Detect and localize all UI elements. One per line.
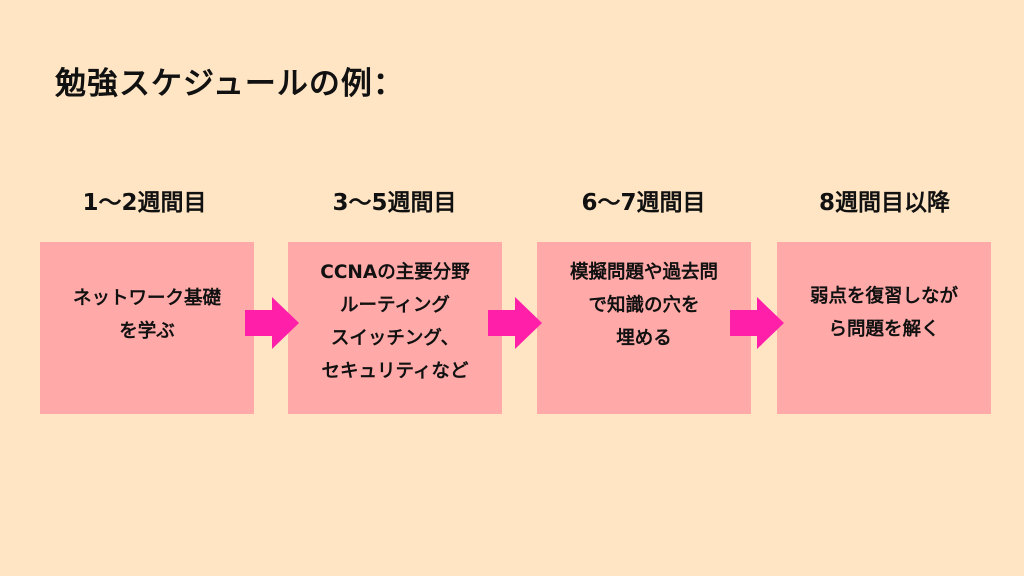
step-4-description: 弱点を復習しなが ら問題を解く xyxy=(809,286,958,340)
page-title: 勉強スケジュールの例： xyxy=(55,66,405,102)
step-1-description: ネットワーク基礎 を学ぶ xyxy=(72,288,221,342)
right-arrow-icon xyxy=(245,297,299,349)
step-2-period: 3〜5週間目 xyxy=(332,190,457,216)
step-3-period: 6〜7週間目 xyxy=(581,190,706,216)
right-arrow-icon xyxy=(488,297,542,349)
right-arrow-icon xyxy=(730,297,784,349)
step-4-box: 弱点を復習しなが ら問題を解く xyxy=(777,242,991,414)
step-2-box: CCNAの主要分野 ルーティング スイッチング、 セキュリティなど xyxy=(288,242,502,414)
step-2-description: CCNAの主要分野 ルーティング スイッチング、 セキュリティなど xyxy=(320,262,470,382)
step-3-description: 模擬問題や過去問 で知識の穴を 埋める xyxy=(569,262,718,349)
step-3-box: 模擬問題や過去問 で知識の穴を 埋める xyxy=(537,242,751,414)
step-4-period: 8週間目以降 xyxy=(818,190,950,216)
step-1-period: 1〜2週間目 xyxy=(82,190,207,216)
step-1-box: ネットワーク基礎 を学ぶ xyxy=(40,242,254,414)
